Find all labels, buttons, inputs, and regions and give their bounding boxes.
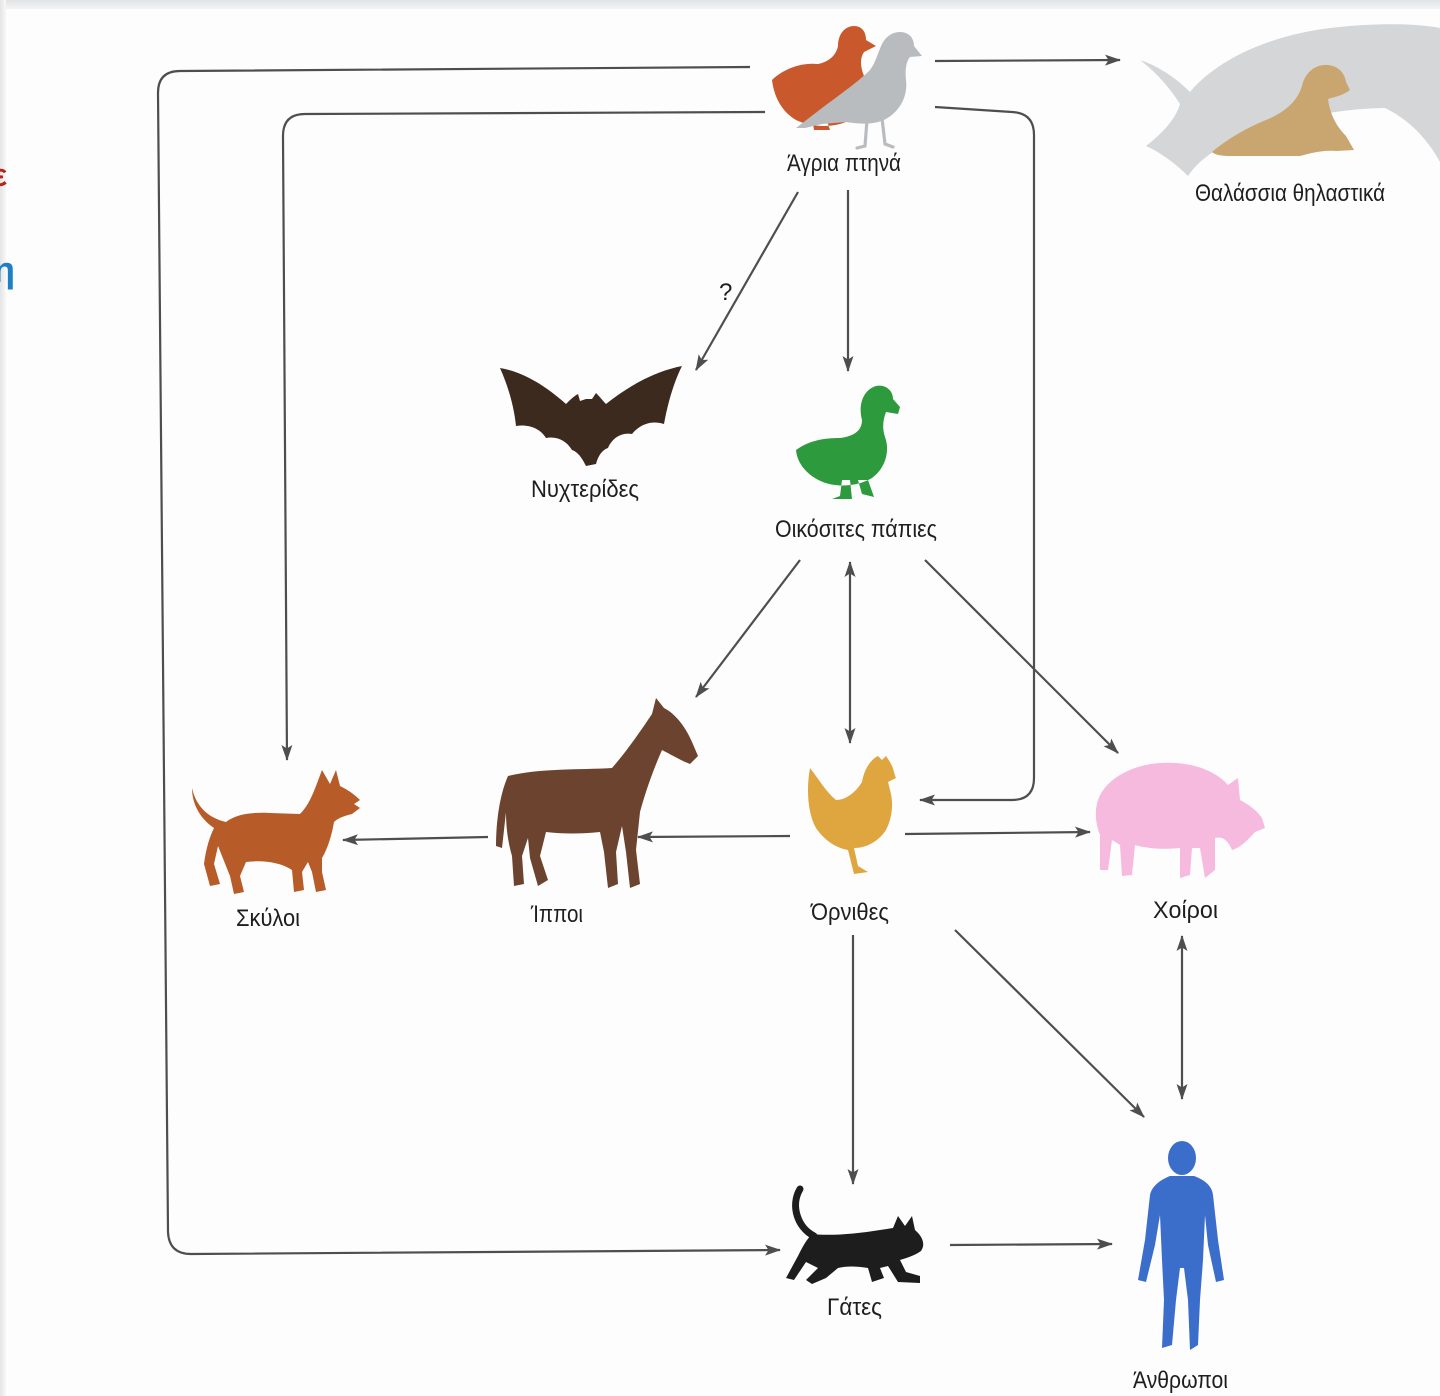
node-label-wild-birds: Άγρια πτηνά [787,150,901,177]
node-marine-mammals: Θαλάσσια θηλαστικά [1140,24,1440,207]
node-label-chickens: Όρνιθες [810,899,889,926]
horse-icon [496,698,698,888]
node-label-marine-mammals: Θαλάσσια θηλαστικά [1195,180,1385,207]
node-humans: Άνθρωποι [1133,1141,1228,1394]
bat-icon [500,366,682,466]
arrow-wild-birds-to-bats [695,191,799,371]
duck-icon [796,385,900,499]
node-label-bats: Νυχτερίδες [531,476,639,503]
node-label-pigs: Χοίροι [1153,897,1218,924]
node-chickens: Όρνιθες [808,756,896,926]
arrow-chickens-to-horses [637,831,791,843]
seagull-leg [855,118,869,150]
chicken-icon [808,756,896,874]
node-label-cats: Γάτες [827,1294,882,1321]
arrows [156,54,1188,1256]
wild-birds-icon [772,26,922,150]
cat-tail-stroke [792,1185,818,1240]
node-pigs: Χοίροι [1095,762,1265,924]
page-fragment-red-letter: ε [0,157,7,193]
dog-icon [192,770,360,894]
node-label-humans: Άνθρωποι [1133,1367,1228,1394]
scan-edge-top [0,0,1440,9]
seagull-legs [855,116,895,150]
arrow-wild-birds-to-marine-mammals [934,54,1121,66]
arrow-domestic-ducks-to-pigs [924,559,1119,754]
human-head [1168,1141,1196,1175]
page-fragment-blue-letter: η [0,249,15,290]
marine-mammals-icon [1140,24,1440,176]
arrow-cats-to-humans [949,1238,1113,1250]
cat-body [786,1216,924,1284]
node-bats: Νυχτερίδες [500,366,682,503]
arrow-chickens-to-pigs [904,826,1091,838]
node-dogs: Σκύλοι [192,770,360,932]
arrow-chickens-to-humans [954,929,1145,1118]
arrow-wild-birds-to-dogs [281,110,766,761]
arrow-domestic-ducks-to-horses [695,559,801,698]
seal-icon [1212,64,1354,156]
seagull-leg [880,116,895,149]
node-label-dogs: Σκύλοι [236,905,300,932]
cat-tail [792,1185,818,1240]
cat-icon [786,1185,924,1284]
arrow-wild-birds-to-chickens [919,105,1036,806]
node-label-domestic-ducks: Οικόσιτες πάπιες [775,516,937,543]
arrow-horses-to-dogs [342,834,489,846]
node-domestic-ducks: Οικόσιτες πάπιες [775,385,937,543]
pig-icon [1095,762,1265,878]
human-body [1138,1176,1224,1350]
uncertain-transmission-mark: ? [719,279,732,306]
node-cats: Γάτες [786,1185,924,1321]
dolphin-icon [1140,24,1440,176]
seagull-icon [796,32,922,128]
human-icon [1138,1141,1224,1350]
arrow-wild-birds-to-cats [156,65,781,1256]
node-label-horses: Ίπποι [530,901,583,928]
node-horses: Ίπποι [496,698,698,928]
scan-edge-left [0,0,6,1396]
node-wild-birds: Άγρια πτηνά [772,26,922,177]
